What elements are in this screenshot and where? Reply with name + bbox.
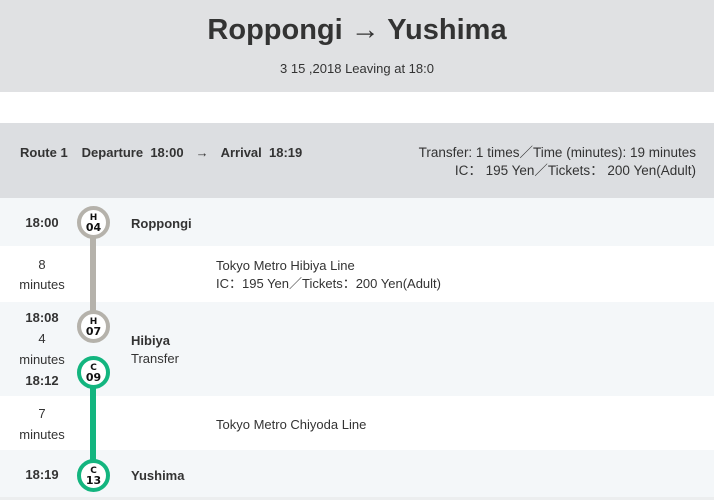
route-summary-times: Route 1 Departure 18:00 → Arrival 18:19 <box>20 145 302 160</box>
arrival-time: 18:19 <box>269 145 303 160</box>
departure-time-roppongi: 18:00 <box>25 215 59 230</box>
page-title: Roppongi → Yushima <box>207 14 507 46</box>
arrival-label: Arrival <box>220 145 262 160</box>
route-summary[interactable]: Route 1 Departure 18:00 → Arrival 18:19 Tra… <box>0 123 714 198</box>
station-number-badge-hibiya-h: H 07 <box>77 310 110 343</box>
segment-row-chiyoda-line <box>0 396 714 450</box>
stop-row-yushima <box>0 450 714 497</box>
transfer-wait-unit: minutes <box>19 352 65 367</box>
fare-summary: IC： 195 Yen／Tickets： 200 Yen(Adult) <box>454 163 696 178</box>
arrow-icon: → <box>195 145 209 160</box>
station-number-badge-yushima: C 13 <box>77 459 110 492</box>
arrival-time-yushima: 18:19 <box>25 467 59 482</box>
route-summary-fares: Transfer: 1 times／Time (minutes): 19 min… <box>419 144 696 180</box>
transfer-and-time: Transfer: 1 times／Time (minutes): 19 min… <box>418 145 696 160</box>
chiyoda-line-track <box>90 375 96 475</box>
segment-duration-unit: minutes <box>19 277 65 292</box>
station-number-badge-roppongi: H 04 <box>77 206 110 239</box>
station-number-badge-hibiya-c: C 09 <box>77 356 110 389</box>
departure-label: Departure <box>81 145 144 160</box>
station-name-roppongi[interactable]: Roppongi <box>131 216 192 231</box>
station-name-hibiya[interactable]: Hibiya <box>131 333 171 348</box>
hibiya-line-track <box>90 225 96 322</box>
transfer-wait-number: 4 <box>38 331 46 346</box>
transfer-label: Transfer <box>131 351 179 366</box>
segment-line-info: Tokyo Metro Chiyoda Line <box>216 416 366 434</box>
search-date-time: 3 15 ,2018 Leaving at 18:0 <box>280 61 434 76</box>
station-name-yushima[interactable]: Yushima <box>131 468 185 483</box>
divider <box>0 497 714 500</box>
route-label: Route 1 <box>20 145 68 160</box>
segment-duration-unit: minutes <box>19 427 65 442</box>
departure-time: 18:00 <box>150 145 184 160</box>
segment-line-info: Tokyo Metro Hibiya Line IC：195 Yen／Ticke… <box>216 257 441 293</box>
arrival-time-hibiya: 18:08 <box>25 310 59 325</box>
segment-duration-number: 7 <box>38 406 46 421</box>
segment-duration-number: 8 <box>38 257 46 272</box>
line-name-hibiya[interactable]: Tokyo Metro Hibiya Line <box>216 258 355 273</box>
page-header: Roppongi → Yushima 3 15 ,2018 Leaving at… <box>0 0 714 92</box>
stop-row-roppongi <box>0 198 714 246</box>
line-name-chiyoda[interactable]: Tokyo Metro Chiyoda Line <box>216 417 367 432</box>
segment-fare: IC：195 Yen／Tickets：200 Yen(Adult) <box>216 276 441 291</box>
segment-row-hibiya-line <box>0 246 714 302</box>
departure-time-hibiya: 18:12 <box>25 373 59 388</box>
stop-row-hibiya <box>0 302 714 396</box>
